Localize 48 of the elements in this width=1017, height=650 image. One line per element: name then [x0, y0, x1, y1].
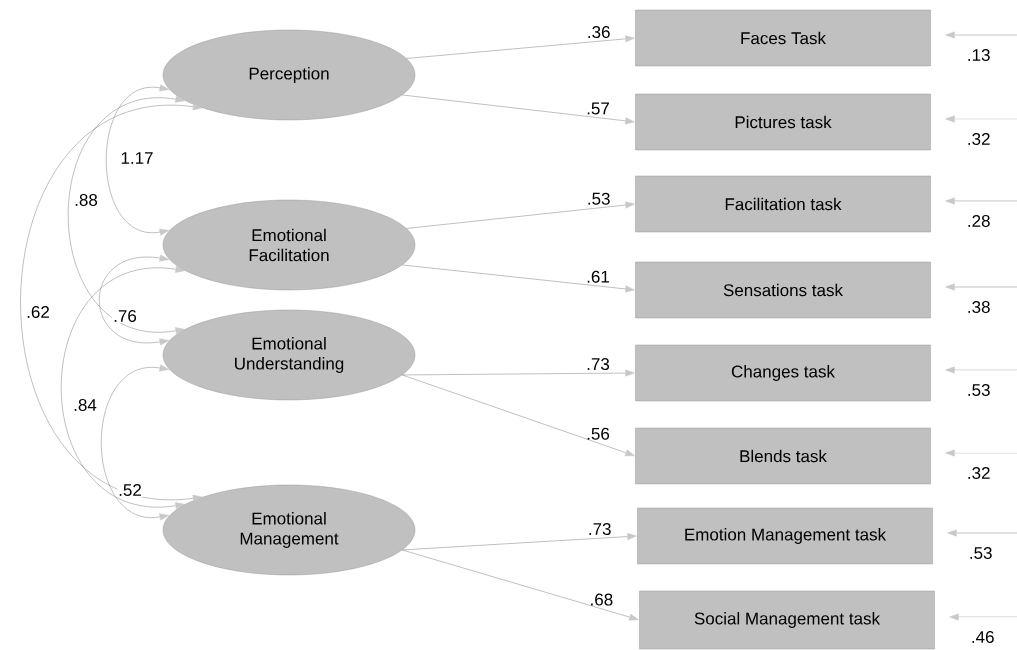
indicator-box: Facilitation task [635, 175, 931, 233]
error-arrow [945, 283, 1017, 291]
error-arrow [947, 529, 1017, 537]
edge-label: .32 [968, 132, 990, 145]
edge-label: .76 [112, 308, 138, 323]
edge-label: .84 [72, 397, 98, 412]
indicator-box: Pictures task [635, 93, 931, 151]
edge-label: .57 [587, 102, 609, 115]
edge-label: .53 [970, 546, 992, 559]
path-arrow [401, 549, 639, 621]
covariance-arrow [101, 364, 170, 521]
indicator-box: Social Management task [639, 590, 935, 650]
edge-label: .68 [591, 593, 613, 606]
edge-label: .73 [587, 358, 610, 371]
edge-label: .28 [968, 214, 990, 227]
edge-label: .46 [972, 630, 994, 643]
covariance-arrow [20, 103, 203, 502]
indicator-box: Changes task [635, 344, 931, 402]
path-arrow [401, 369, 635, 377]
covariance-arrow [67, 95, 185, 335]
edge-label: 1.17 [119, 151, 155, 165]
indicator-box: Faces Task [635, 9, 931, 67]
covariance-arrow [60, 265, 185, 510]
covariance-arrow [99, 254, 170, 346]
edge-label: .53 [588, 192, 610, 205]
edge-label: .53 [968, 383, 990, 396]
indicator-box: Emotion Management task [637, 507, 933, 565]
path-arrow [401, 264, 635, 293]
edge-label: .56 [587, 427, 610, 440]
error-arrow [945, 197, 1017, 205]
edge-label: .62 [25, 304, 51, 319]
path-arrow [401, 94, 635, 125]
edge-label: .36 [588, 26, 610, 39]
indicator-box: Blends task [635, 427, 931, 485]
edge-label: .61 [587, 270, 609, 283]
edge-label: .32 [968, 466, 990, 479]
path-arrow [401, 533, 637, 551]
edge-label: .88 [73, 192, 99, 207]
path-arrow [406, 201, 635, 229]
edge-label: .38 [968, 300, 990, 313]
error-arrow [945, 31, 1017, 39]
covariance-arrow [105, 84, 170, 236]
edge-label: .73 [589, 523, 611, 536]
edge-label: .13 [968, 48, 990, 61]
edge-label: .52 [117, 482, 143, 497]
indicator-box: Sensations task [635, 261, 931, 319]
path-arrow [406, 35, 635, 59]
path-arrow [401, 374, 635, 457]
